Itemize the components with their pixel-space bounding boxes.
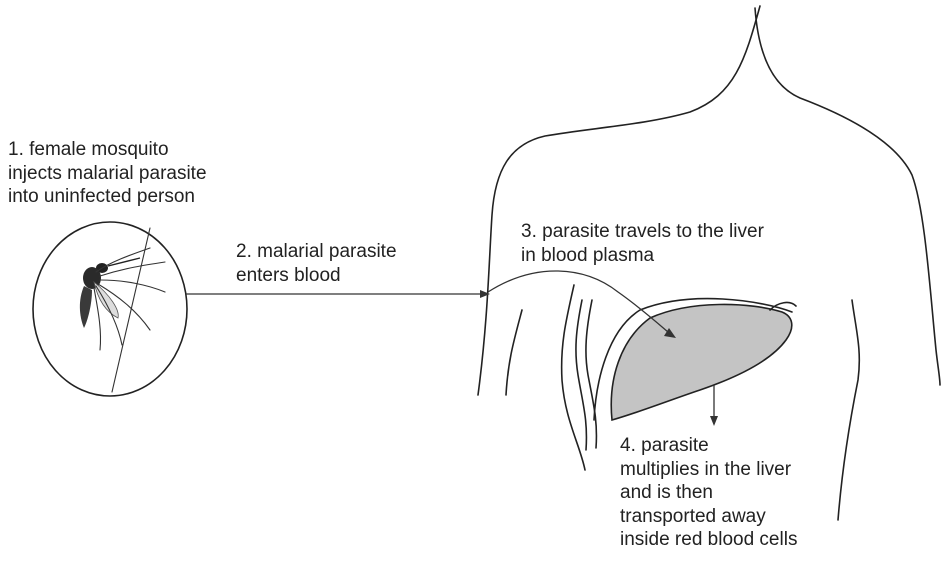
step-4-line: 4. parasite — [620, 434, 797, 458]
step-3-line: in blood plasma — [521, 244, 764, 268]
step-2-line: enters blood — [236, 264, 397, 288]
step-4-label: 4. parasite multiplies in the liver and … — [620, 434, 797, 552]
vessel-outer-line — [576, 300, 587, 450]
step-1-line: injects malarial parasite — [8, 162, 207, 186]
liver — [594, 299, 796, 420]
step-2-line: 2. malarial parasite — [236, 240, 397, 264]
torso-left-hip-outline — [506, 310, 522, 395]
step-1-line: into uninfected person — [8, 185, 207, 209]
vessel-inner-line — [586, 300, 597, 448]
step-1-line: 1. female mosquito — [8, 138, 207, 162]
mosquito-leg — [100, 280, 165, 292]
step-4-line: multiplies in the liver — [620, 458, 797, 482]
step-3-line: 3. parasite travels to the liver — [521, 220, 764, 244]
step-2-label: 2. malarial parasite enters blood — [236, 240, 397, 287]
step-3-label: 3. parasite travels to the liver in bloo… — [521, 220, 764, 267]
step-1-label: 1. female mosquito injects malarial para… — [8, 138, 207, 209]
mosquito-abdomen — [80, 286, 92, 328]
torso-right-side-outline — [838, 300, 859, 520]
mosquito-inset — [33, 222, 187, 396]
skin-line — [112, 228, 150, 392]
liver-shape — [611, 304, 792, 420]
arrow-from-liver-head — [710, 416, 718, 426]
torso-left-ribline — [562, 285, 585, 470]
mosquito-wing — [94, 282, 118, 318]
step-4-line: and is then — [620, 481, 797, 505]
blood-vessel — [576, 300, 597, 450]
mosquito-icon — [80, 248, 165, 350]
step-4-line: inside red blood cells — [620, 528, 797, 552]
step-4-line: transported away — [620, 505, 797, 529]
